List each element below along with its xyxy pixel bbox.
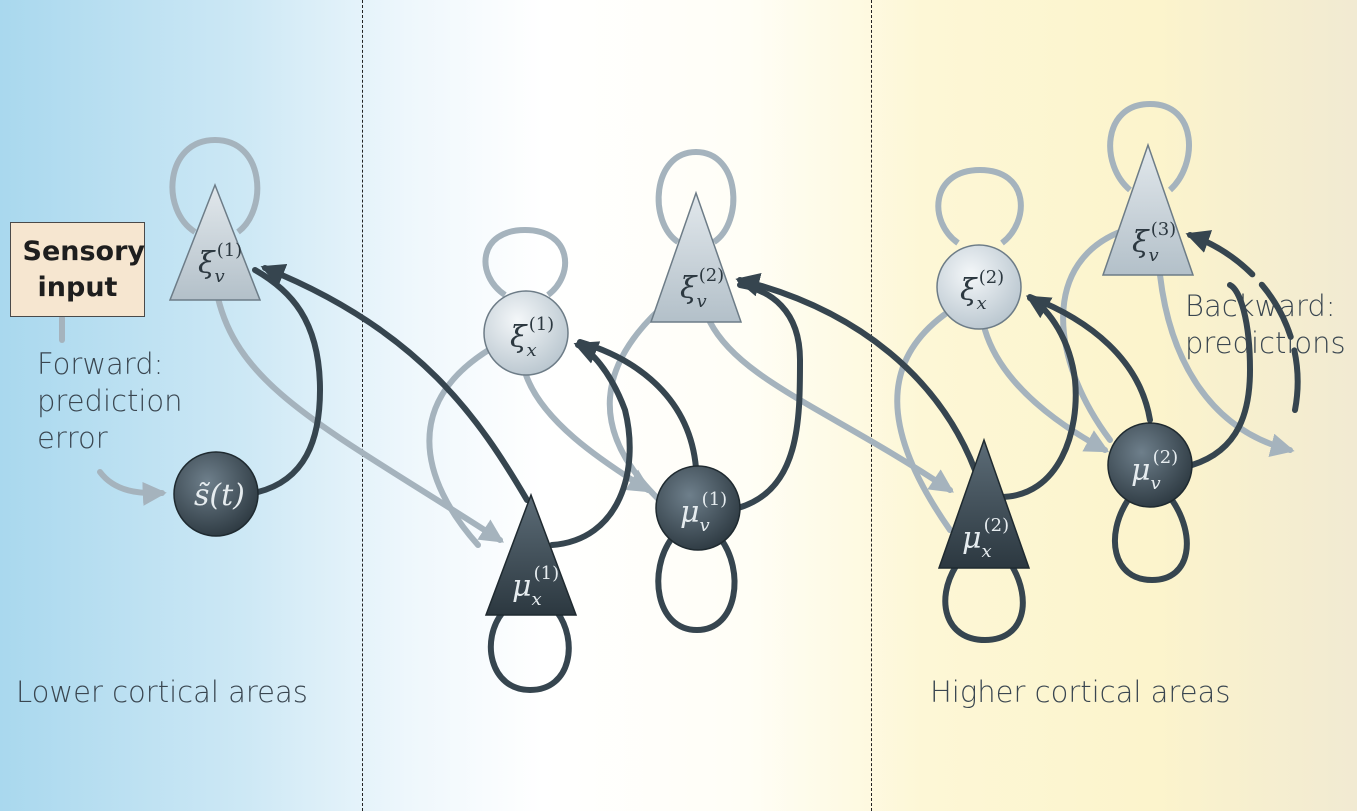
label-mu-v2: μv(2) [1131,447,1178,494]
node-xi-x1 [483,290,569,376]
node-xi-v3 [1101,142,1195,276]
sensory-input-box: Sensory input [10,222,145,317]
node-xi-v1 [168,182,262,301]
forward-label: Forward: prediction error [37,347,183,455]
node-xi-x2 [936,244,1022,330]
label-mu-x1: μx(1) [512,563,559,610]
label-mu-v1: μv(1) [680,489,727,536]
label-xi-v1: ξv(1) [198,240,242,287]
higher-cortical-label: Higher cortical areas [930,675,1231,709]
label-mu-x2: μx(2) [962,515,1009,562]
backward-label: Backward: predictions [1185,289,1346,360]
node-mu-v2 [1107,422,1193,508]
divider-lower-middle [362,0,363,811]
node-xi-v2 [649,190,743,323]
prediction-self-loops [487,498,1190,694]
label-xi-v3: ξv(3) [1132,219,1176,266]
node-mu-x2 [937,437,1031,569]
lower-cortical-label: Lower cortical areas [16,675,308,709]
node-s-t [173,451,259,537]
divider-middle-higher [871,0,872,811]
label-xi-v2: ξv(2) [680,265,724,312]
sensory-input-label: Sensory input [22,235,146,303]
backward-prediction-connections [252,230,1301,548]
label-xi-x1: ξx(1) [510,314,554,361]
forward-error-connections [59,227,1295,548]
error-self-loops [169,100,1192,298]
node-mu-v1 [655,465,741,551]
label-s-t: s̃(t) [194,478,245,513]
node-mu-x1 [484,492,578,616]
label-xi-x2: ξx(2) [960,267,1004,314]
